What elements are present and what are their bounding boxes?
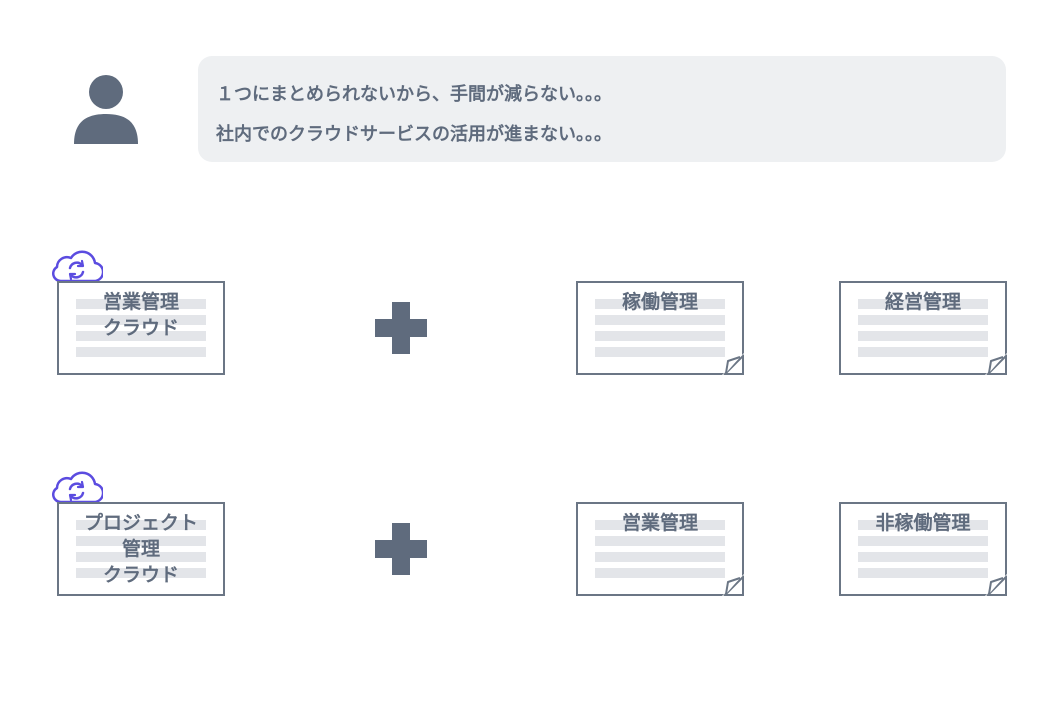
text-placeholder-stripe [76, 347, 206, 357]
text-placeholder-stripe [858, 520, 988, 530]
message-bubble: １つにまとめられないから、手間が減らない。。。 社内でのクラウドサービスの活用が… [198, 56, 1006, 162]
text-placeholder-stripe [76, 536, 206, 546]
text-placeholder-stripe [858, 347, 988, 357]
text-placeholder-stripe [595, 520, 725, 530]
text-placeholder-stripe [595, 552, 725, 562]
message-line-2: 社内でのクラウドサービスの活用が進まない。。。 [216, 124, 612, 145]
text-placeholder-stripe [595, 347, 725, 357]
folded-corner-icon [722, 574, 744, 596]
card-label-line: 非稼働管理 [875, 512, 971, 534]
text-placeholder-stripe [76, 520, 206, 530]
card-label-line: 管理 [121, 538, 160, 560]
cloud-sync-icon [52, 250, 103, 283]
text-placeholder-stripe [76, 331, 206, 341]
text-placeholder-stripe [595, 315, 725, 325]
plus-icon [375, 523, 427, 575]
text-placeholder-stripe [858, 552, 988, 562]
card-label: 経営管理 [841, 289, 1005, 315]
text-placeholder-stripe [858, 331, 988, 341]
text-placeholder-stripe [76, 552, 206, 562]
card-label-line: クラウド [102, 317, 179, 339]
document-card: 経営管理 [839, 281, 1007, 375]
card-label: 営業管理 [578, 510, 742, 536]
text-placeholder-stripe [76, 568, 206, 578]
card-label: 稼働管理 [578, 289, 742, 315]
text-placeholder-stripe [858, 536, 988, 546]
text-placeholder-stripe [595, 331, 725, 341]
text-placeholder-stripe [595, 536, 725, 546]
text-placeholder-stripe [76, 299, 206, 309]
text-placeholder-stripe [595, 299, 725, 309]
cloud-service-card: プロジェクト 管理 クラウド [57, 502, 225, 596]
text-placeholder-stripe [858, 568, 988, 578]
card-label: 営業管理 クラウド [59, 289, 223, 341]
card-label-line: 営業管理 [102, 291, 179, 313]
folded-corner-icon [722, 353, 744, 375]
document-card: 稼働管理 [576, 281, 744, 375]
message-line-1: １つにまとめられないから、手間が減らない。。。 [216, 84, 612, 105]
document-card: 営業管理 [576, 502, 744, 596]
plus-icon [375, 302, 427, 354]
card-label-line: 営業管理 [621, 512, 698, 534]
user-icon [74, 75, 138, 144]
cloud-service-card: 営業管理 クラウド [57, 281, 225, 375]
folded-corner-icon [985, 353, 1007, 375]
text-placeholder-stripe [858, 299, 988, 309]
text-placeholder-stripe [858, 315, 988, 325]
text-placeholder-stripe [76, 315, 206, 325]
card-label: 非稼働管理 [841, 510, 1005, 536]
document-card: 非稼働管理 [839, 502, 1007, 596]
card-label-line: プロジェクト [83, 512, 198, 534]
text-placeholder-stripe [595, 568, 725, 578]
folded-corner-icon [985, 574, 1007, 596]
card-label-line: 稼働管理 [621, 291, 698, 313]
card-label: プロジェクト 管理 クラウド [59, 510, 223, 588]
card-label-line: クラウド [102, 564, 179, 586]
cloud-sync-icon [52, 471, 103, 504]
card-label-line: 経営管理 [884, 291, 961, 313]
